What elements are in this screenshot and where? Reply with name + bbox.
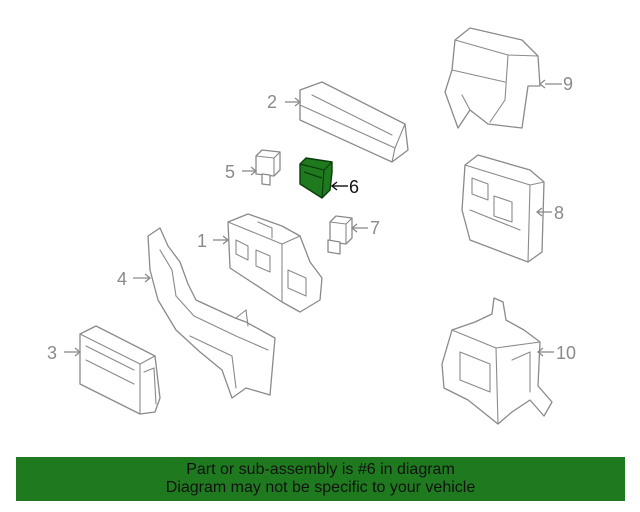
- part-info-banner: Part or sub-assembly is #6 in diagram Di…: [16, 457, 625, 501]
- arrow-3: [74, 347, 82, 357]
- arrow-10: [536, 347, 544, 357]
- arrow-9: [538, 79, 546, 89]
- arrow-2: [294, 97, 302, 107]
- arrow-1: [222, 235, 230, 245]
- arrow-7: [350, 223, 358, 233]
- banner-line-2: Diagram may not be specific to your vehi…: [165, 479, 476, 496]
- arrow-8: [535, 207, 543, 217]
- callout-3[interactable]: 3: [47, 343, 57, 363]
- part-8-module[interactable]: [461, 154, 545, 263]
- callout-1[interactable]: 1: [197, 231, 207, 251]
- part-6-relay-highlighted[interactable]: [299, 157, 333, 199]
- part-10-bracket[interactable]: [441, 297, 553, 425]
- callout-6[interactable]: 6: [349, 177, 359, 197]
- callout-10[interactable]: 10: [556, 343, 576, 363]
- banner-line-1: Part or sub-assembly is #6 in diagram: [186, 461, 455, 478]
- parts-diagram: 9 2 5 6 7 1: [47, 27, 576, 425]
- part-1-fuse-block[interactable]: [227, 213, 323, 313]
- arrow-6: [330, 181, 338, 191]
- callout-4[interactable]: 4: [117, 269, 127, 289]
- callout-5[interactable]: 5: [225, 162, 235, 182]
- callout-7[interactable]: 7: [370, 218, 380, 238]
- part-7-relay[interactable]: [327, 215, 353, 255]
- part-4-bracket[interactable]: [147, 227, 276, 399]
- callout-2[interactable]: 2: [267, 92, 277, 112]
- arrow-5: [250, 166, 258, 176]
- part-3-box[interactable]: [79, 325, 161, 415]
- callout-9[interactable]: 9: [563, 74, 573, 94]
- part-5-relay[interactable]: [255, 149, 281, 186]
- part-9-cover[interactable]: [444, 27, 541, 129]
- callout-8[interactable]: 8: [554, 203, 564, 223]
- arrow-4: [144, 273, 152, 283]
- part-2-fuse-cover[interactable]: [299, 81, 409, 163]
